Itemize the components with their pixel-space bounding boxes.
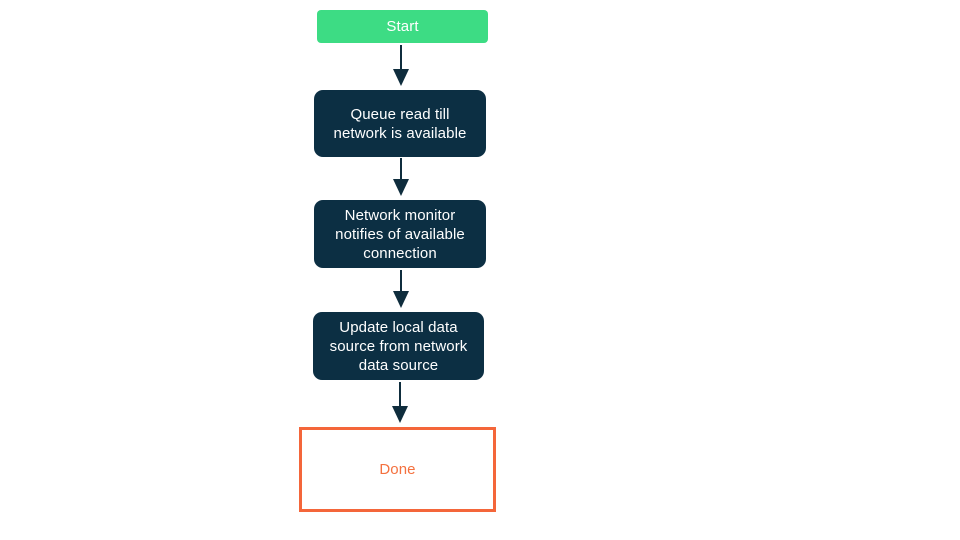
- node-start[interactable]: Start: [317, 10, 488, 43]
- connector-queue-read-to-network-monitor: [393, 158, 409, 196]
- node-update-local-data-source[interactable]: Update local data source from network da…: [313, 312, 484, 380]
- node-done[interactable]: Done: [299, 427, 496, 512]
- down-arrow-icon: [393, 179, 409, 196]
- down-arrow-icon: [393, 69, 409, 86]
- node-queue-read[interactable]: Queue read till network is available: [314, 90, 486, 157]
- connector-update-local-to-done: [392, 382, 408, 423]
- down-arrow-icon: [392, 406, 408, 423]
- down-arrow-icon: [393, 291, 409, 308]
- connector-start-to-queue-read: [393, 45, 409, 86]
- node-network-monitor[interactable]: Network monitor notifies of available co…: [314, 200, 486, 268]
- connector-network-monitor-to-update-local: [393, 270, 409, 308]
